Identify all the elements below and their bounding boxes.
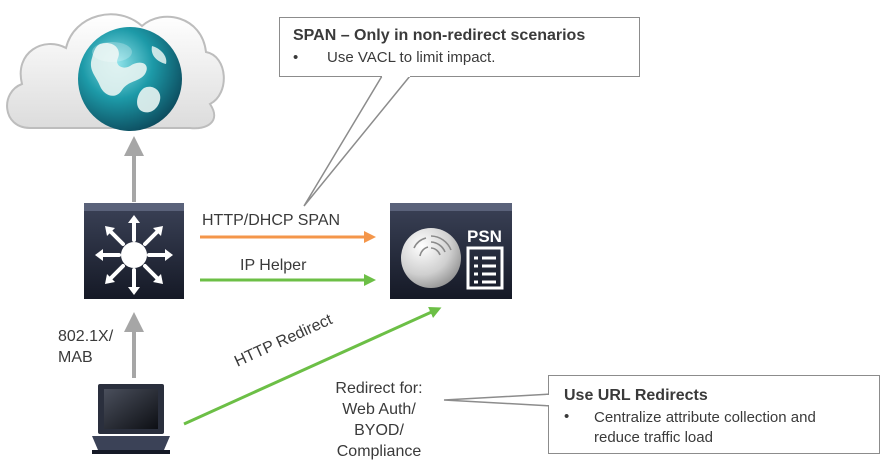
redirect-for-line1: Redirect for: [335, 380, 423, 397]
span-callout-item: • Use VACL to limit impact. [293, 49, 496, 66]
psn-label: PSN [467, 227, 502, 246]
redirect-for-label: Redirect for: Web Auth/ BYOD/ Compliance [320, 378, 438, 462]
span-callout: SPAN – Only in non-redirect scenarios • … [279, 17, 640, 77]
redirect-for-line3: BYOD/ [354, 422, 404, 439]
auth-label-line2: MAB [58, 349, 93, 366]
redirect-for-line2: Web Auth/ [342, 401, 416, 418]
laptop-icon [92, 384, 170, 454]
http-dhcp-span-label: HTTP/DHCP SPAN [202, 212, 341, 229]
globe-icon [78, 27, 182, 131]
redirect-item-line2: reduce traffic load [594, 429, 713, 446]
redirect-callout: Use URL Redirects • Centralize attribute… [548, 375, 880, 454]
http-redirect-arrow [183, 307, 442, 426]
ip-helper-label: IP Helper [240, 257, 307, 274]
redirect-callout-item: • Centralize attribute collection and re… [564, 408, 816, 446]
layer3-switch-icon [84, 203, 184, 299]
auth-label-line1: 802.1X/ [58, 328, 114, 345]
psn-server-icon [390, 203, 512, 299]
redirect-for-line4: Compliance [336, 443, 422, 460]
redirect-callout-title: Use URL Redirects [564, 387, 708, 404]
pointer-joint-cover [382, 73, 410, 77]
auth-label: 802.1X/ MAB [58, 326, 113, 368]
span-callout-pointer [303, 75, 411, 207]
span-callout-title: SPAN – Only in non-redirect scenarios [293, 27, 586, 44]
pointer-joint-cover-2 [546, 395, 550, 405]
redirect-callout-pointer [443, 393, 553, 407]
redirect-item-line1: Centralize attribute collection and [594, 409, 816, 426]
